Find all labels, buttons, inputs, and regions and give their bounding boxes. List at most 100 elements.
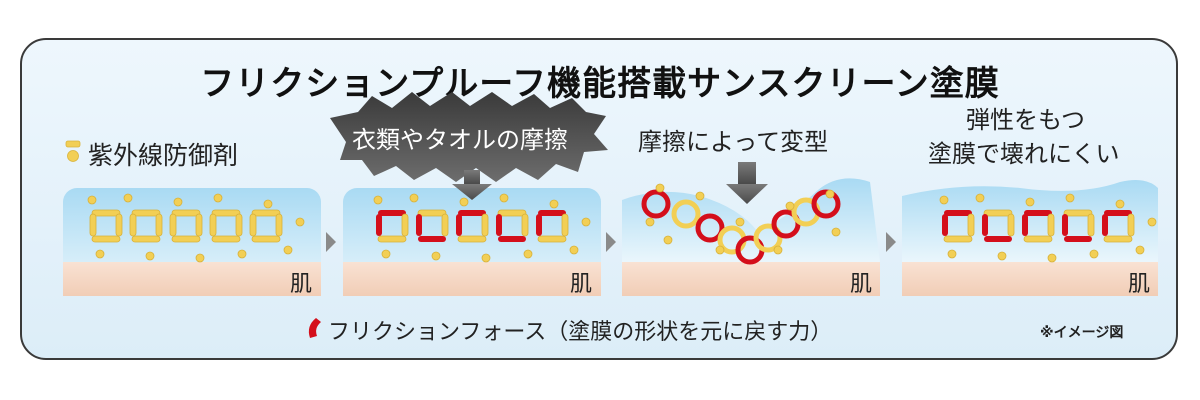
skin-label-4: 肌 bbox=[1128, 272, 1151, 297]
stage1-uv-particle bbox=[237, 249, 247, 259]
deformation-label: 摩擦によって変型 bbox=[638, 128, 829, 156]
stage1-link-side bbox=[209, 213, 217, 237]
stage2-link-side bbox=[561, 213, 569, 237]
stage3-uv-particle bbox=[645, 217, 655, 227]
stage1-uv-particle bbox=[295, 217, 305, 227]
stage1-link-side bbox=[195, 213, 203, 237]
uv-agent-legend-icon bbox=[65, 140, 81, 162]
stage4-link-side bbox=[1022, 214, 1028, 236]
stage3-uv-particle bbox=[785, 201, 795, 211]
stage4-link-side bbox=[1127, 213, 1135, 237]
stage1-link-side bbox=[129, 213, 137, 237]
stage2-uv-particle bbox=[373, 195, 383, 205]
stage3-link bbox=[671, 199, 701, 229]
stage2-uv-particle bbox=[499, 193, 509, 203]
stage2-link-top bbox=[538, 210, 566, 216]
stage1-link-side bbox=[275, 213, 283, 237]
stage4-link-side bbox=[982, 214, 988, 236]
elastic-label-line2: 塗膜で壊れにくい bbox=[928, 140, 1120, 168]
stage2-link-side bbox=[416, 214, 422, 236]
stage1-link-side bbox=[249, 213, 257, 237]
stage1-uv-particle bbox=[123, 193, 133, 203]
stage1-link-top bbox=[251, 209, 281, 217]
stage1-link-bottom bbox=[211, 235, 241, 243]
stage2-link-side bbox=[496, 214, 502, 236]
stage3-uv-particle bbox=[773, 245, 783, 255]
stage1-uv-particle bbox=[145, 251, 155, 261]
stage2-uv-particle bbox=[409, 193, 419, 203]
stage4-uv-particle bbox=[1025, 197, 1035, 207]
friction-burst-label: 衣類やタオルの摩擦 bbox=[352, 126, 568, 154]
stage4-uv-particle bbox=[939, 195, 949, 205]
stage2-link-top bbox=[378, 210, 406, 216]
stage2-link-bottom bbox=[457, 235, 487, 243]
skin-label-1: 肌 bbox=[290, 272, 313, 297]
stage2-link-bottom bbox=[377, 235, 407, 243]
stage1-link-bottom bbox=[171, 235, 201, 243]
stage4-uv-particle bbox=[975, 193, 985, 203]
stage1-uv-particle bbox=[263, 199, 273, 209]
stage2-uv-particle bbox=[381, 249, 391, 259]
stage1-uv-particle bbox=[213, 193, 223, 203]
stage4-uv-particle bbox=[997, 251, 1007, 261]
stage4-link-side bbox=[1102, 214, 1108, 236]
stage1-link-top bbox=[131, 209, 161, 217]
friction-force-legend-label: フリクションフォース（塗膜の形状を元に戻す力） bbox=[328, 320, 833, 345]
stage2-uv-particle bbox=[569, 245, 579, 255]
skin-label-3: 肌 bbox=[850, 272, 873, 297]
stage4-uv-particle bbox=[1147, 217, 1157, 227]
stage4-uv-particle bbox=[1089, 249, 1099, 259]
illustration-note: ※イメージ図 bbox=[1040, 325, 1124, 341]
friction-force-legend-icon bbox=[308, 318, 321, 338]
stage4-link-bottom bbox=[1064, 236, 1092, 242]
stage2-link-side bbox=[441, 213, 449, 237]
stage2-uv-particle bbox=[581, 217, 591, 227]
stage4-link-top bbox=[1104, 210, 1132, 216]
stage2-link-side bbox=[481, 213, 489, 237]
stage3-link bbox=[811, 189, 841, 219]
stage3-uv-particle bbox=[695, 191, 705, 201]
stage4-link-bottom bbox=[984, 236, 1012, 242]
stage3-uv-particle bbox=[655, 183, 665, 193]
flow-arrow-2 bbox=[606, 232, 616, 252]
stage4-link-top bbox=[1063, 209, 1093, 217]
stage1-link-side bbox=[155, 213, 163, 237]
stage4-link-top bbox=[1024, 210, 1052, 216]
stage1-uv-particle bbox=[87, 195, 97, 205]
stage-panel-4 bbox=[902, 180, 1158, 296]
stage2-link-side bbox=[376, 214, 382, 236]
stage1-link-bottom bbox=[91, 235, 121, 243]
stage1-uv-particle bbox=[173, 197, 183, 207]
stage2-uv-particle bbox=[523, 249, 533, 259]
stage2-uv-particle bbox=[549, 199, 559, 209]
stage4-uv-particle bbox=[1047, 253, 1057, 263]
stage2-link-top bbox=[458, 210, 486, 216]
stage4-uv-particle bbox=[947, 249, 957, 259]
stage1-link-top bbox=[211, 209, 241, 217]
uv-agent-legend-label: 紫外線防御剤 bbox=[88, 141, 239, 170]
stage4-link-side bbox=[1047, 213, 1055, 237]
stage1-uv-particle bbox=[95, 249, 105, 259]
stage4-link-bottom bbox=[1023, 235, 1053, 243]
down-arrow-stage2 bbox=[452, 170, 492, 200]
stage4-link-side bbox=[1087, 213, 1095, 237]
stage2-link-side bbox=[456, 214, 462, 236]
stage2-link-bottom bbox=[537, 235, 567, 243]
stage4-uv-particle bbox=[1115, 199, 1125, 209]
stage2-link-bottom bbox=[418, 236, 446, 242]
friction-burst-shape bbox=[330, 92, 608, 182]
stage2-link-side bbox=[536, 214, 542, 236]
stage1-link-side bbox=[235, 213, 243, 237]
stage2-link-side bbox=[401, 213, 409, 237]
stage4-uv-particle bbox=[1135, 245, 1145, 255]
stage4-uv-particle bbox=[1065, 193, 1075, 203]
stage2-link-top bbox=[417, 209, 447, 217]
stage3-link bbox=[641, 189, 671, 219]
flow-arrow-3 bbox=[886, 232, 896, 252]
stage3-link bbox=[753, 223, 783, 253]
stage2-link-bottom bbox=[498, 236, 526, 242]
skin-label-2: 肌 bbox=[570, 272, 593, 297]
stage2-uv-particle bbox=[431, 251, 441, 261]
stage1-uv-particle bbox=[283, 245, 293, 255]
stage2-link-side bbox=[521, 213, 529, 237]
